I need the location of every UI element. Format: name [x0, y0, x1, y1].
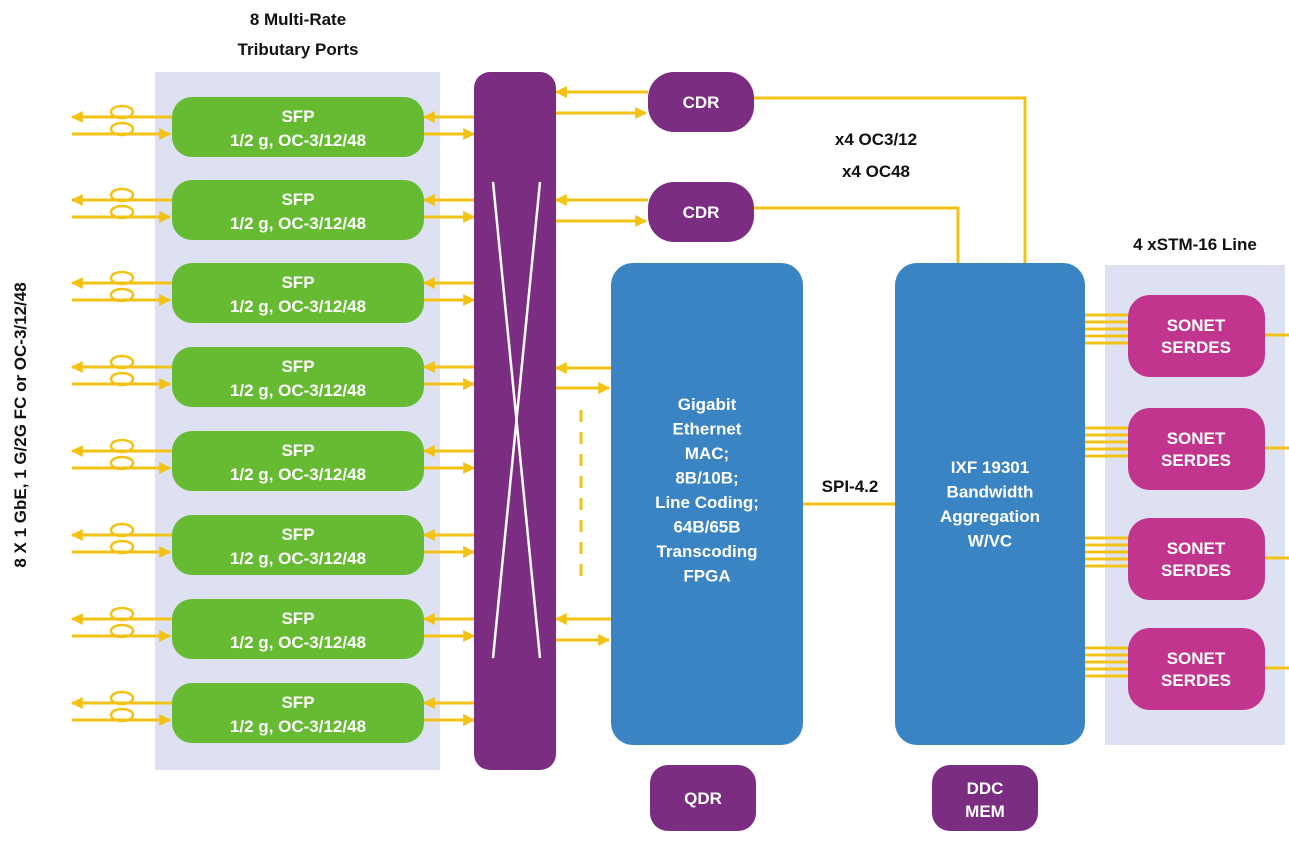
spi-label: SPI-4.2: [822, 477, 879, 496]
fiber-loop-icon: [109, 287, 135, 303]
serdes-block: [1128, 295, 1265, 377]
sfp-rate-label: 1/2 g, OC-3/12/48: [230, 633, 366, 652]
fiber-loop-icon: [109, 187, 135, 203]
fiber-loop-icon: [109, 371, 135, 387]
sfp-rate-label: 1/2 g, OC-3/12/48: [230, 381, 366, 400]
ddc-label-line1: DDC: [967, 779, 1004, 798]
fiber-loop-icon: [109, 121, 135, 137]
fiber-loop-icon: [109, 623, 135, 639]
sfp-label: SFP: [281, 609, 314, 628]
fiber-loop-icon: [109, 455, 135, 471]
sfp-label: SFP: [281, 525, 314, 544]
sfp-module: [172, 431, 424, 491]
serdes-block: [1128, 408, 1265, 490]
ixf-text-line: Aggregation: [940, 507, 1040, 526]
fpga-text-line: Gigabit: [678, 395, 737, 414]
sfp-label: SFP: [281, 357, 314, 376]
fiber-loop-icon: [109, 438, 135, 454]
sfp-rate-label: 1/2 g, OC-3/12/48: [230, 717, 366, 736]
serdes-label-line2: SERDES: [1161, 338, 1231, 357]
serdes-label-line2: SERDES: [1161, 451, 1231, 470]
fpga-text-line: FPGA: [683, 567, 730, 586]
cdr-label-1: CDR: [683, 93, 720, 112]
sfp-rate-label: 1/2 g, OC-3/12/48: [230, 549, 366, 568]
ddc-label-line2: MEM: [965, 802, 1005, 821]
serdes-block: [1128, 518, 1265, 600]
ixf-text-line: Bandwidth: [947, 483, 1034, 502]
serdes-label-line1: SONET: [1167, 649, 1226, 668]
sfp-module: [172, 347, 424, 407]
cdr-block-2: [648, 182, 754, 242]
sfp-rate-label: 1/2 g, OC-3/12/48: [230, 297, 366, 316]
fiber-loop-icon: [109, 522, 135, 538]
sfp-module: [172, 683, 424, 743]
connection-wires: [70, 86, 1289, 726]
side-label: 8 X 1 GbE, 1 G/2G FC or OC-3/12/48: [11, 282, 30, 567]
fiber-loop-icon: [109, 690, 135, 706]
fpga-text-line: Line Coding;: [655, 493, 759, 512]
fiber-loop-icon: [109, 104, 135, 120]
serdes-label-line2: SERDES: [1161, 561, 1231, 580]
fpga-text-line: Ethernet: [673, 420, 742, 439]
cdr-block-1: [648, 72, 754, 132]
line-title: 4 xSTM-16 Line: [1133, 235, 1257, 254]
sfp-module: [172, 515, 424, 575]
fiber-loop-icon: [109, 707, 135, 723]
ixf-block: [895, 263, 1085, 745]
fiber-loop-icon: [109, 606, 135, 622]
fiber-loop-icon: [109, 354, 135, 370]
cdr2-ixf-wire: [754, 206, 960, 263]
sfp-label: SFP: [281, 441, 314, 460]
fpga-text-line: 8B/10B;: [675, 469, 738, 488]
tributary-panel: [155, 72, 440, 770]
sfp-module: [172, 180, 424, 240]
sfp-label: SFP: [281, 190, 314, 209]
serdes-group: SONET SERDES SONET SERDES SONET SERDES SONET SE…: [1128, 295, 1265, 710]
cdr1-ixf-wire: [754, 96, 1027, 263]
serdes-label-line1: SONET: [1167, 539, 1226, 558]
sfp-module: [172, 97, 424, 157]
sfp-module: [172, 599, 424, 659]
fpga-text-line: Transcoding: [656, 542, 757, 561]
serdes-label-line1: SONET: [1167, 429, 1226, 448]
fiber-loop-icon: [109, 204, 135, 220]
sfp-rate-label: 1/2 g, OC-3/12/48: [230, 214, 366, 233]
fiber-loop-icon: [109, 270, 135, 286]
tributary-title-line1: 8 Multi-Rate: [250, 10, 346, 29]
qdr-block: [650, 765, 756, 831]
serdes-block: [1128, 628, 1265, 710]
sfp-label: SFP: [281, 273, 314, 292]
tributary-title-line2: Tributary Ports: [238, 40, 359, 59]
sfp-rate-label: 1/2 g, OC-3/12/48: [230, 131, 366, 150]
fpga-text-line: MAC;: [685, 444, 729, 463]
ixf-text-line: IXF 19301: [951, 458, 1029, 477]
oc-label-line2: x4 OC48: [842, 162, 910, 181]
fiber-loop-icon: [109, 539, 135, 555]
ddc-block: [932, 765, 1038, 831]
serdes-label-line1: SONET: [1167, 316, 1226, 335]
fpga-block: [611, 263, 803, 745]
crossbar-line-b: [491, 181, 542, 659]
cdr-label-2: CDR: [683, 203, 720, 222]
oc-label-line1: x4 OC3/12: [835, 130, 917, 149]
qdr-label: QDR: [684, 789, 722, 808]
sfp-rate-label: 1/2 g, OC-3/12/48: [230, 465, 366, 484]
serdes-label-line2: SERDES: [1161, 671, 1231, 690]
sfp-label: SFP: [281, 107, 314, 126]
crossbar: [474, 72, 556, 770]
sfp-module: [172, 263, 424, 323]
ixf-text-line: W/VC: [968, 532, 1012, 551]
fpga-text-line: 64B/65B: [673, 518, 740, 537]
sfp-label: SFP: [281, 693, 314, 712]
